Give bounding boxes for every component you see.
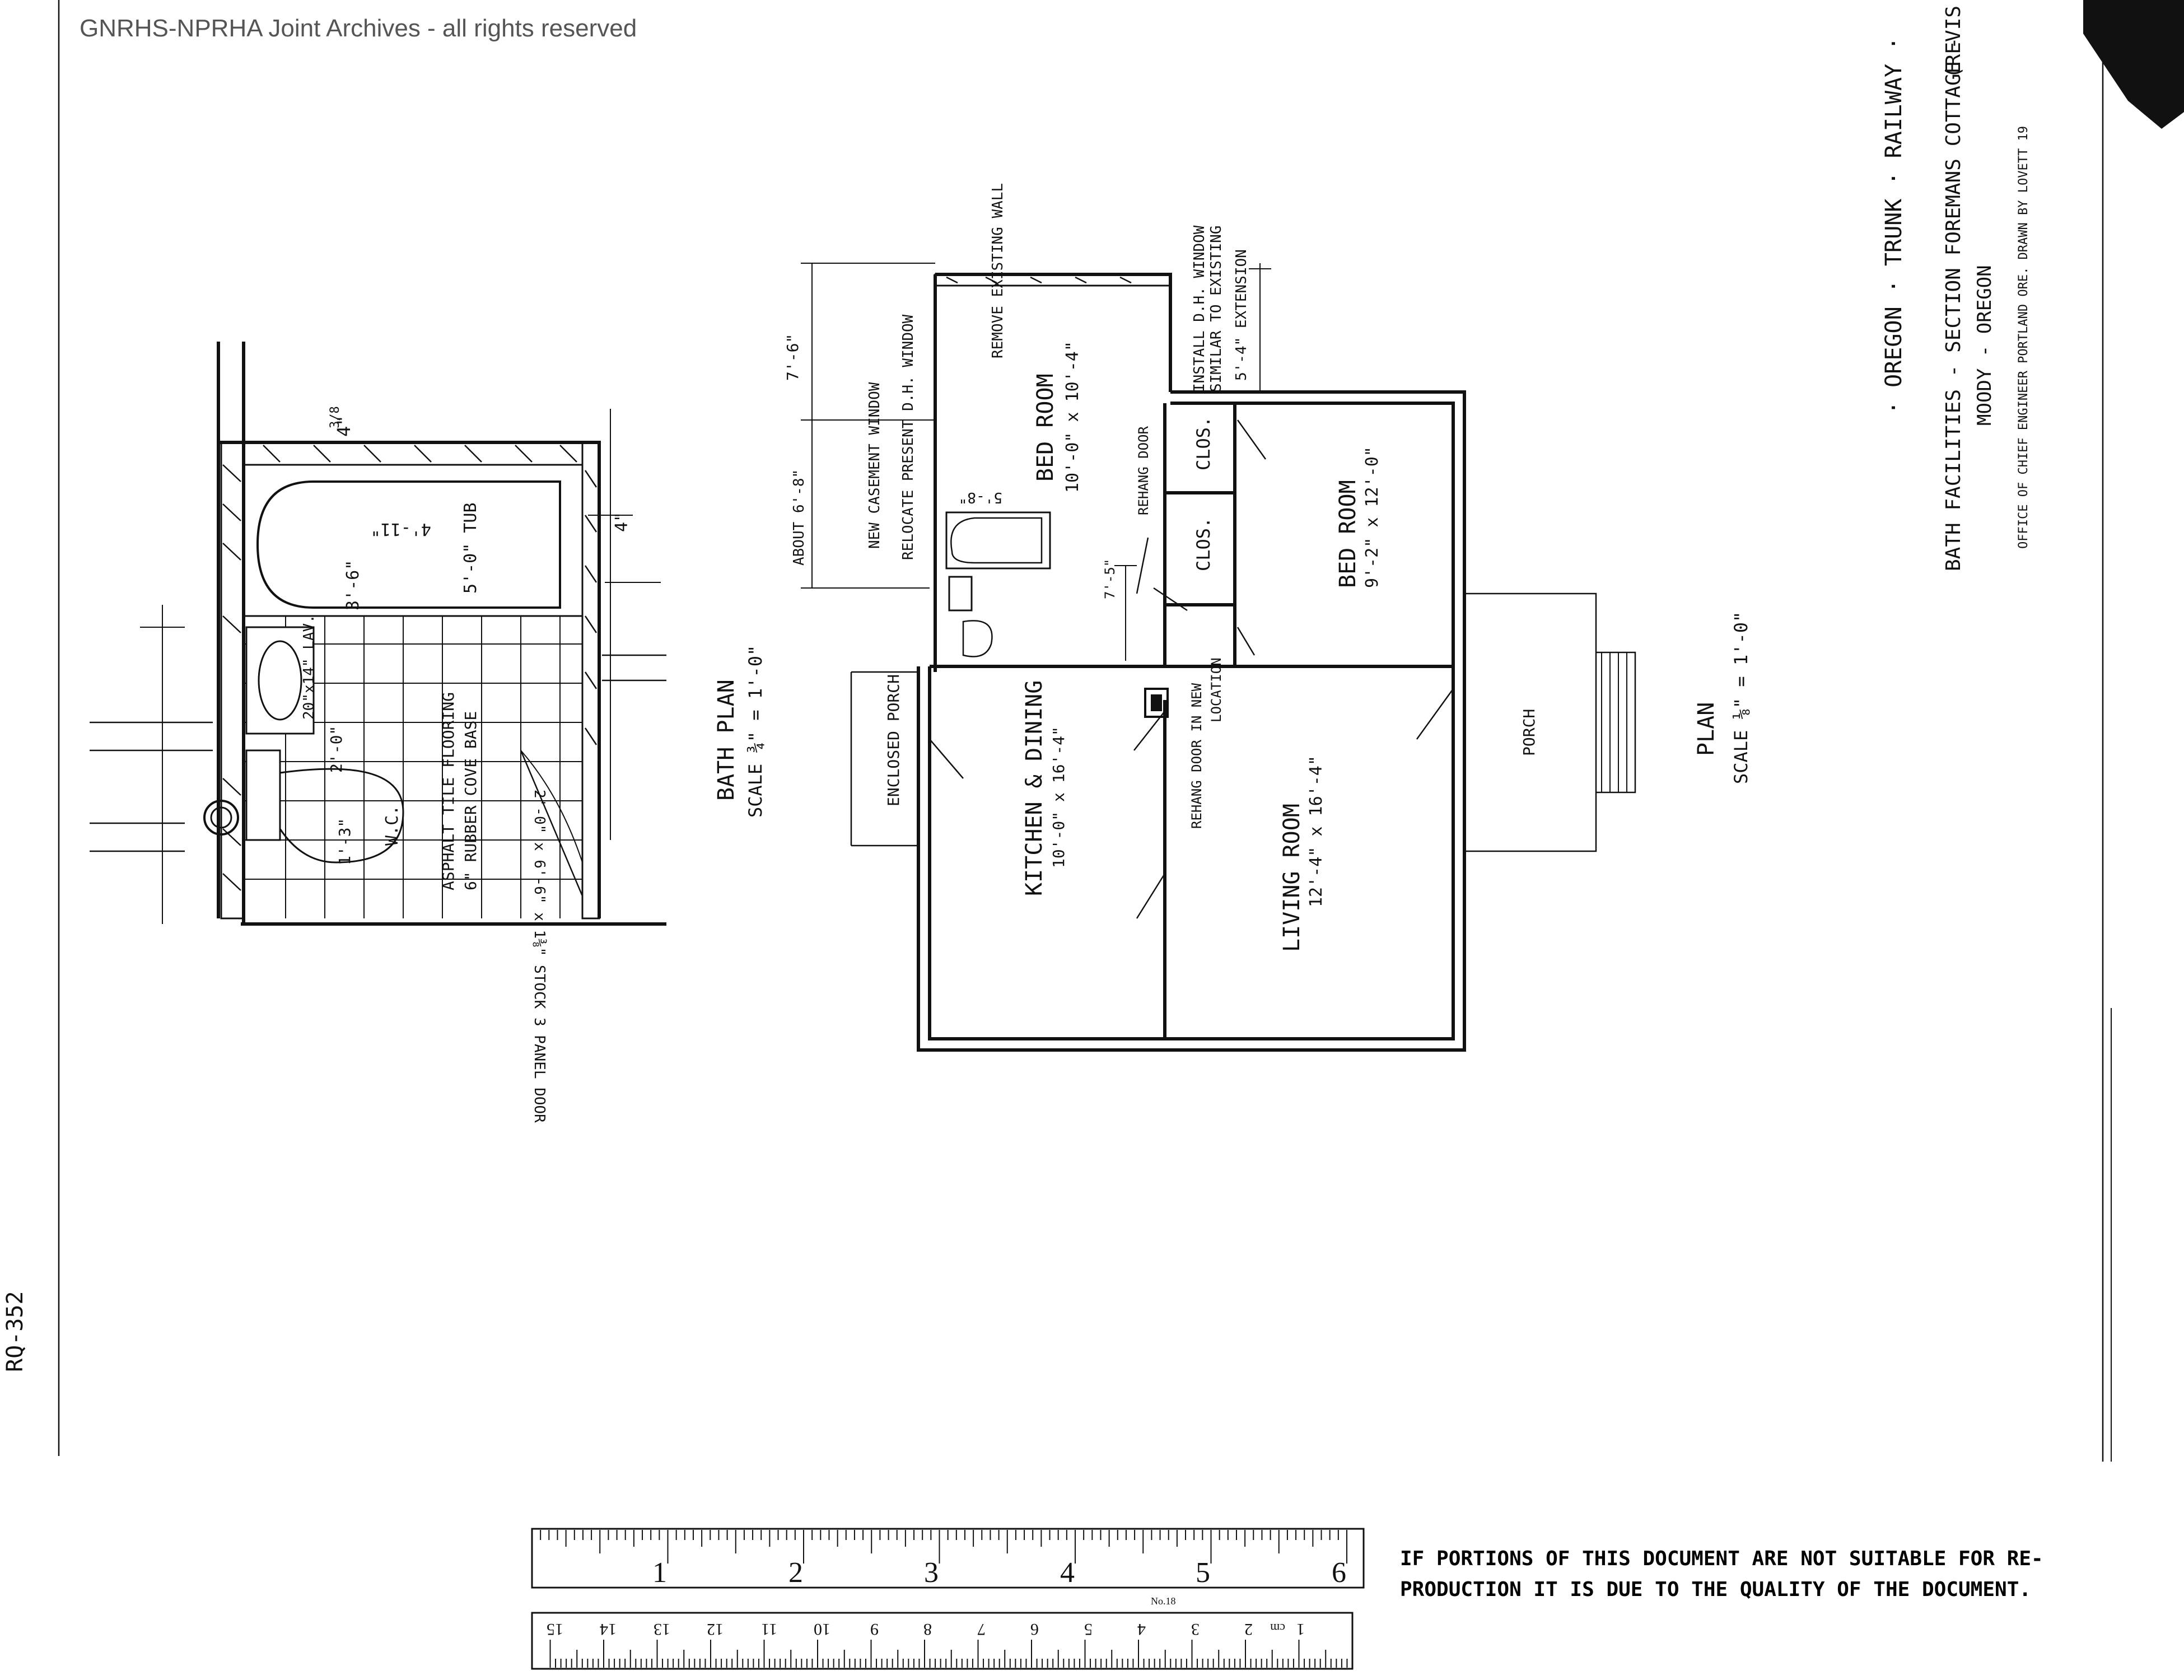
living-room-name: LIVING ROOM — [1279, 804, 1305, 952]
note-new-casement: NEW CASEMENT WINDOW — [866, 382, 883, 549]
bath-wc-dim: 1'-3" — [335, 818, 354, 865]
ruler-cm-4: 4 — [1137, 1620, 1146, 1639]
bath-dim-top: 4" — [333, 415, 354, 437]
title-railway: · OREGON · TRUNK · RAILWAY · — [1881, 37, 1907, 414]
bath-tub-width-dim: 3'-6" — [343, 560, 363, 610]
dim-5-8: 5'-8" — [959, 489, 1002, 506]
ruler-inch-6: 6 — [1332, 1557, 1346, 1589]
notice-line-2: PRODUCTION IT IS DUE TO THE QUALITY OF T… — [1400, 1578, 2031, 1601]
archive-watermark: GNRHS-NPRHA Joint Archives - all rights … — [80, 15, 637, 42]
ruler-cm-unit: cm — [1270, 1621, 1285, 1635]
ruler-cm-9: 9 — [870, 1620, 879, 1639]
bath-tub-label: 5'-0" TUB — [461, 502, 480, 594]
house-plan-scale: SCALE ⅛" = 1'-0" — [1730, 612, 1752, 784]
house-plan-drawing — [801, 263, 1636, 1052]
ruler-inch-1: 1 — [652, 1557, 667, 1589]
note-rehang-door: REHANG DOOR — [1136, 426, 1151, 515]
bedroom2-size: 9'-2" x 12'-0" — [1362, 446, 1382, 588]
ruler-cm-5: 5 — [1084, 1620, 1093, 1639]
notice-line-1: IF PORTIONS OF THIS DOCUMENT ARE NOT SUI… — [1400, 1547, 2043, 1570]
ruler-cm-14: 14 — [600, 1620, 617, 1639]
bath-lavatory-dim: 2'-0" — [327, 726, 346, 773]
dim-7-6: 7'-6" — [783, 334, 802, 381]
corner-smudge — [2083, 0, 2184, 129]
ruler-cm-8: 8 — [923, 1620, 932, 1639]
ruler-inch-4: 4 — [1060, 1557, 1075, 1589]
bath-flooring-note: ASPHALT TILE FLOORING — [439, 692, 458, 890]
bath-tub-length-dim: 4'-11" — [371, 519, 431, 539]
bedroom2-name: BED ROOM — [1335, 480, 1361, 588]
ruler-cm-2: 2 — [1244, 1620, 1253, 1639]
dim-7-5: 7'-5" — [1102, 559, 1118, 599]
ruler-cm-11: 11 — [761, 1620, 777, 1639]
note-location: LOCATION — [1208, 657, 1224, 722]
ruler-cm-3: 3 — [1191, 1620, 1200, 1639]
ruler-model: No.18 — [1151, 1595, 1176, 1607]
closet2-label: CLOS. — [1193, 517, 1214, 571]
note-relocate-window: RELOCATE PRESENT D.H. WINDOW — [900, 314, 917, 560]
ruler-inch-5: 5 — [1196, 1557, 1210, 1589]
title-project: BATH FACILITIES - SECTION FOREMANS COTTA… — [1942, 37, 1965, 571]
closet1-label: CLOS. — [1193, 417, 1214, 470]
enclosed-porch-label: ENCLOSED PORCH — [884, 674, 903, 806]
ruler-cm-12: 12 — [707, 1620, 724, 1639]
bath-door-note: 2'-0" x 6'-6" x 1⅜" STOCK 3 PANEL DOOR — [531, 790, 548, 1123]
sheet-number: RQ-352 — [2, 1291, 28, 1373]
bedroom1-size: 10'-0" x 10'-4" — [1063, 341, 1082, 493]
title-office: OFFICE OF CHIEF ENGINEER PORTLAND ORE. D… — [2017, 126, 2031, 549]
ruler-cm-13: 13 — [654, 1620, 670, 1639]
scale-ruler — [531, 1528, 1365, 1670]
note-similar-existing: SIMILAR TO EXISTING — [1208, 226, 1225, 392]
porch-label: PORCH — [1520, 709, 1538, 756]
note-extension: 5'-4" EXTENSION — [1233, 249, 1250, 381]
ruler-cm-labels: 1 cm 2 3 4 5 6 7 8 9 10 11 12 13 14 15 — [547, 1620, 1305, 1639]
ruler-inch-2: 2 — [788, 1557, 803, 1589]
title-revision: (REVIS — [1942, 6, 1965, 78]
ruler-inch-3: 3 — [924, 1557, 939, 1589]
living-room-size: 12'-4" x 16'-4" — [1306, 755, 1326, 907]
bath-plan-scale: SCALE ¾" = 1'-0" — [745, 645, 766, 818]
bath-wc-label: W.C. — [382, 805, 402, 846]
bath-dim-top-frac: 3/8 — [328, 406, 342, 428]
house-plan-title: PLAN — [1693, 702, 1719, 756]
bath-plan-drawing — [90, 342, 666, 926]
ruler-cm-1: 1 — [1296, 1620, 1305, 1639]
ruler-cm-6: 6 — [1030, 1620, 1039, 1639]
bedroom1-name: BED ROOM — [1033, 374, 1058, 482]
dim-about-6-8: ABOUT 6'-8" — [791, 469, 808, 566]
ruler-cm-15: 15 — [547, 1620, 563, 1639]
kitchen-name: KITCHEN & DINING — [1021, 680, 1047, 896]
ruler-cm-7: 7 — [977, 1620, 986, 1639]
title-location: MOODY - OREGON — [1973, 265, 1996, 426]
ruler-cm-10: 10 — [814, 1620, 830, 1639]
kitchen-size: 10'-0" x 16'-4" — [1049, 726, 1068, 868]
bath-plan-title: BATH PLAN — [713, 679, 739, 801]
note-remove-wall: REMOVE EXISTING WALL — [990, 183, 1006, 358]
note-install-window: INSTALL D.H. WINDOW — [1191, 225, 1208, 392]
bath-dim-right: 4" — [612, 512, 632, 532]
bath-lavatory-label: 20"x14" LAV. — [301, 614, 318, 720]
bath-cove-base-note: 6" RUBBER COVE BASE — [461, 711, 480, 890]
note-rehang-door-new: REHANG DOOR IN NEW — [1189, 683, 1205, 829]
